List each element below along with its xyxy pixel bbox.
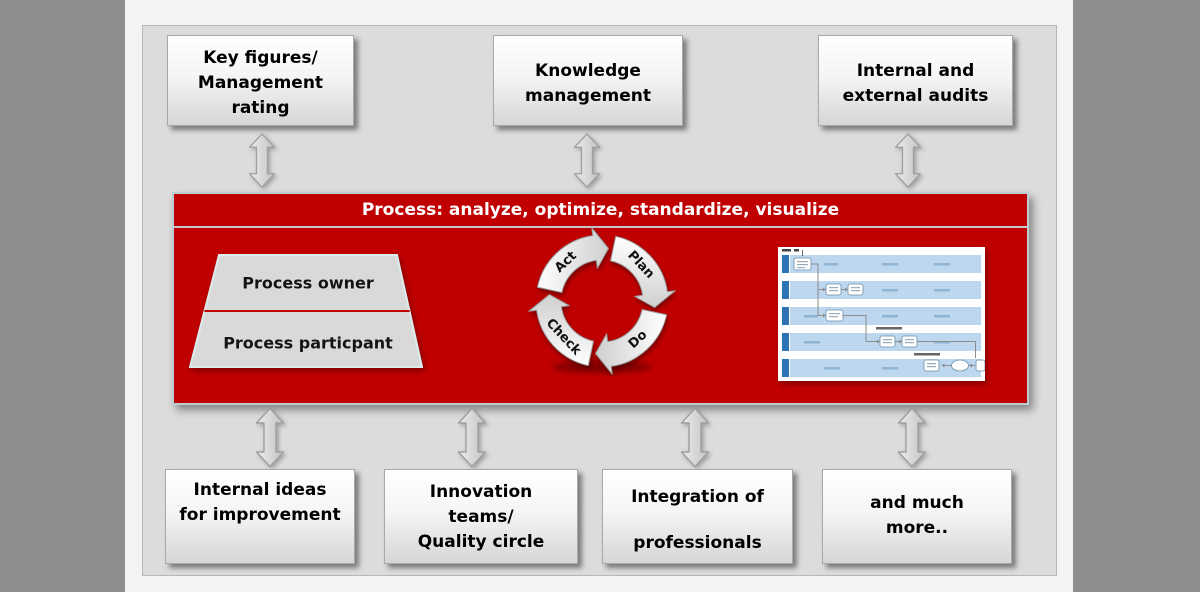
box-label: Integration of professionals bbox=[631, 487, 764, 553]
double-arrow-icon bbox=[255, 407, 285, 468]
double-arrow-icon bbox=[573, 133, 601, 188]
box-knowledge-management: Knowledge management bbox=[493, 35, 683, 126]
box-integration-professionals: Integration of professionals bbox=[602, 469, 793, 564]
box-and-much-more: and much more.. bbox=[822, 469, 1012, 564]
box-label: Internal ideas for improvement bbox=[179, 480, 341, 525]
lane-text-marks bbox=[804, 263, 950, 370]
box-key-figures-rating: Key figures/ Management rating bbox=[167, 35, 354, 126]
box-label: Internal and external audits bbox=[842, 61, 989, 106]
double-arrow-icon bbox=[248, 133, 276, 188]
roles-trapezoid: Process owner Process particpant bbox=[189, 254, 423, 368]
box-label: Key figures/ Management rating bbox=[197, 48, 324, 118]
double-arrow-icon bbox=[894, 133, 922, 188]
process-owner-label: Process owner bbox=[242, 274, 374, 293]
box-internal-external-audits: Internal and external audits bbox=[818, 35, 1013, 126]
double-arrow-icon bbox=[897, 407, 927, 468]
process-map-thumbnail bbox=[778, 247, 985, 381]
box-internal-ideas: Internal ideas for improvement bbox=[165, 469, 355, 564]
double-arrow-icon bbox=[457, 407, 487, 468]
thumbnail-header-marks bbox=[782, 249, 799, 252]
box-label: Innovation teams/ Quality circle bbox=[417, 482, 545, 552]
between-lane-label-marks bbox=[876, 327, 940, 356]
box-innovation-teams: Innovation teams/ Quality circle bbox=[384, 469, 578, 564]
double-arrow-icon bbox=[680, 407, 710, 468]
process-participant-label: Process particpant bbox=[223, 334, 393, 353]
connector-arrowheads bbox=[823, 287, 972, 368]
pdca-cycle-icon: Act Plan Do Check bbox=[528, 227, 676, 375]
task-box-text-marks bbox=[797, 261, 936, 368]
box-label: and much more.. bbox=[870, 493, 964, 538]
connector-lines bbox=[811, 263, 976, 366]
band-title: Process: analyze, optimize, standardize,… bbox=[174, 194, 1027, 228]
box-label: Knowledge management bbox=[525, 61, 651, 106]
